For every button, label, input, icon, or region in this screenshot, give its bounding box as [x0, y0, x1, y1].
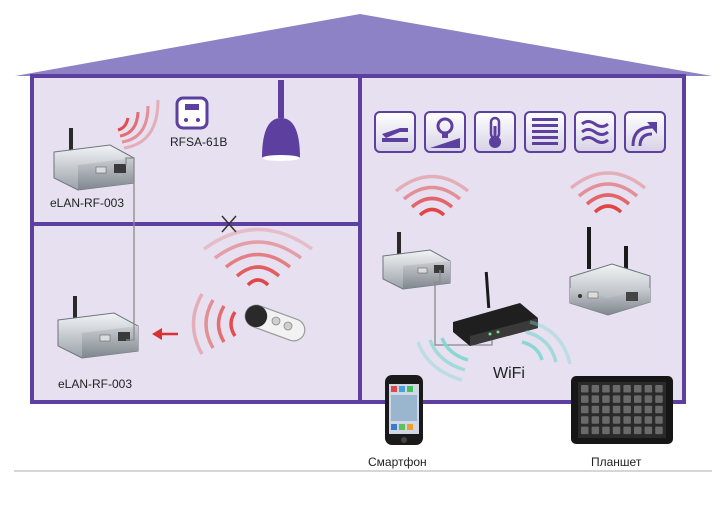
tablet-tile — [581, 416, 589, 424]
tablet-tile — [634, 405, 642, 414]
tablet-tile — [634, 385, 642, 393]
tablet-tile — [581, 395, 589, 403]
tablet-tile — [655, 416, 663, 424]
tablet-tile — [591, 416, 600, 424]
light-switch-icon — [374, 111, 416, 153]
tablet-tile — [591, 426, 600, 435]
cable-between-devices — [125, 157, 135, 341]
blinds-icon — [524, 111, 566, 153]
wifi-signal-left-icon — [416, 337, 469, 382]
dimmer-lamp-icon — [424, 111, 466, 153]
label-tablet: Планшет — [591, 455, 642, 469]
tablet-tile — [602, 395, 610, 403]
rf-signal-right-device-icon — [394, 174, 470, 217]
tablet-tile — [612, 416, 621, 424]
blocked-signal-x-icon — [221, 215, 237, 233]
tablet-tile — [602, 405, 610, 414]
tablet-tile — [612, 405, 621, 414]
label-sensor: RFSA-61B — [170, 135, 227, 149]
tablet-tile — [581, 405, 589, 414]
rf-signal-remote-left-icon — [191, 293, 237, 355]
tablet-tile — [644, 426, 653, 435]
ceiling-lamp-icon — [262, 80, 300, 161]
tablet-tile — [634, 416, 642, 424]
tablet-tile — [591, 385, 600, 393]
tablet-tile — [602, 426, 610, 435]
tablet-tile — [581, 426, 589, 435]
tablet-tile — [655, 426, 663, 435]
tablet-tile — [581, 385, 589, 393]
function-icons-row — [374, 111, 666, 153]
smartphone-icon — [385, 375, 423, 445]
rf-signal-top-device-icon — [117, 99, 160, 150]
rf-signal-icon — [624, 111, 666, 153]
tablet-tile — [602, 416, 610, 424]
tablet-tile — [644, 385, 653, 393]
tablet-tile — [644, 395, 653, 403]
tablet-icon — [571, 376, 673, 444]
label-smartphone: Смартфон — [368, 455, 427, 469]
tablet-tile — [612, 426, 621, 435]
tablet-tile — [612, 395, 621, 403]
cable-device-to-router — [434, 270, 493, 346]
tablet-tile — [623, 426, 631, 435]
wifi-signal-right-icon — [521, 320, 572, 365]
tablet-tile — [655, 405, 663, 414]
label-device-top: eLAN-RF-003 — [50, 196, 124, 210]
tablet-tile — [644, 405, 653, 414]
tablet-tile — [644, 416, 653, 424]
wifi-router-icon — [453, 271, 538, 346]
tablet-tile — [634, 426, 642, 435]
roof — [15, 14, 712, 76]
tablet-tile — [623, 405, 631, 414]
heating-waves-icon — [574, 111, 616, 153]
elan-device-dual-antenna — [569, 227, 651, 316]
elan-device-top — [53, 128, 135, 191]
tablet-tile — [623, 385, 631, 393]
tablet-tile — [602, 385, 610, 393]
tablet-tile — [623, 395, 631, 403]
tablet-tile — [634, 395, 642, 403]
arrow-left-icon — [152, 328, 178, 340]
label-device-bottom: eLAN-RF-003 — [58, 377, 132, 391]
tablet-tile — [655, 385, 663, 393]
tablet-tile — [612, 385, 621, 393]
rfsa-sensor-icon — [175, 96, 209, 130]
tablet-tile — [591, 395, 600, 403]
tablet-tile — [591, 405, 600, 414]
tablet-screen-grid — [581, 385, 663, 435]
tablet-tile — [655, 395, 663, 403]
label-wifi: WiFi — [493, 365, 525, 382]
rf-signal-remote-up-icon — [202, 227, 314, 287]
elan-device-bottom — [57, 296, 139, 359]
remote-control-icon — [244, 304, 306, 342]
rf-signal-far-right-icon — [569, 171, 647, 214]
tablet-tile — [623, 416, 631, 424]
thermometer-icon — [474, 111, 516, 153]
